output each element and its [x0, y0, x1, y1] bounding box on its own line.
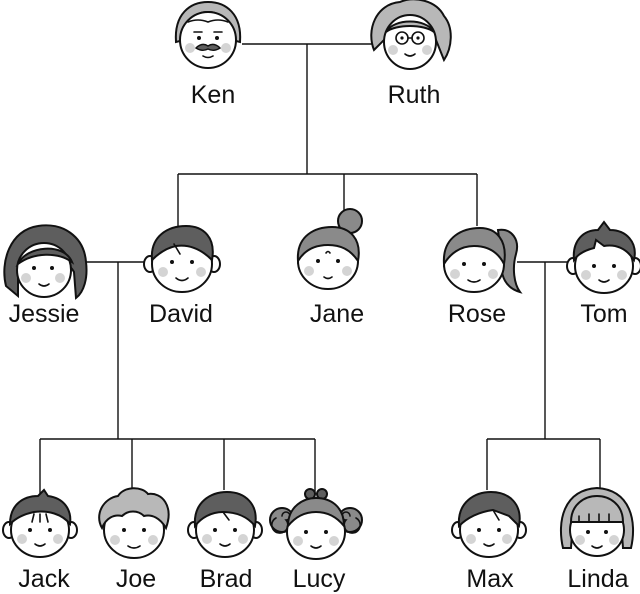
name-label-jack: Jack [18, 565, 70, 593]
girl-double-buns-face-icon [269, 488, 363, 560]
name-label-lucy: Lucy [293, 565, 346, 593]
boy-spiky-hair-face-icon [2, 488, 78, 558]
name-label-max: Max [466, 565, 514, 593]
connector-lines [39, 43, 601, 494]
grandpa-face-icon [174, 0, 242, 69]
name-label-ruth: Ruth [388, 81, 441, 109]
man-spiky-hair-face-icon [566, 220, 640, 294]
name-label-jessie: Jessie [9, 300, 80, 328]
name-label-tom: Tom [580, 300, 627, 328]
name-label-david: David [149, 300, 213, 328]
name-label-rose: Rose [448, 300, 506, 328]
boy-short-hair-face-icon [187, 490, 263, 558]
name-label-ken: Ken [191, 81, 235, 109]
man-short-hair-face-icon [143, 224, 221, 293]
name-label-jane: Jane [310, 300, 364, 328]
name-label-brad: Brad [200, 565, 253, 593]
boy-curly-hair-face-icon [98, 487, 170, 559]
woman-wavy-hair-face-icon [3, 224, 88, 300]
boy-side-hair-face-icon [451, 490, 527, 558]
girl-bun-face-icon [296, 208, 363, 290]
name-label-joe: Joe [116, 565, 156, 593]
girl-bob-hair-face-icon [559, 486, 635, 557]
name-labels: Ken Ruth Jessie David Jane Rose Tom Jack… [9, 81, 629, 593]
grandma-face-icon [370, 0, 452, 70]
woman-ponytail-face-icon [442, 226, 523, 294]
name-label-linda: Linda [567, 565, 628, 593]
